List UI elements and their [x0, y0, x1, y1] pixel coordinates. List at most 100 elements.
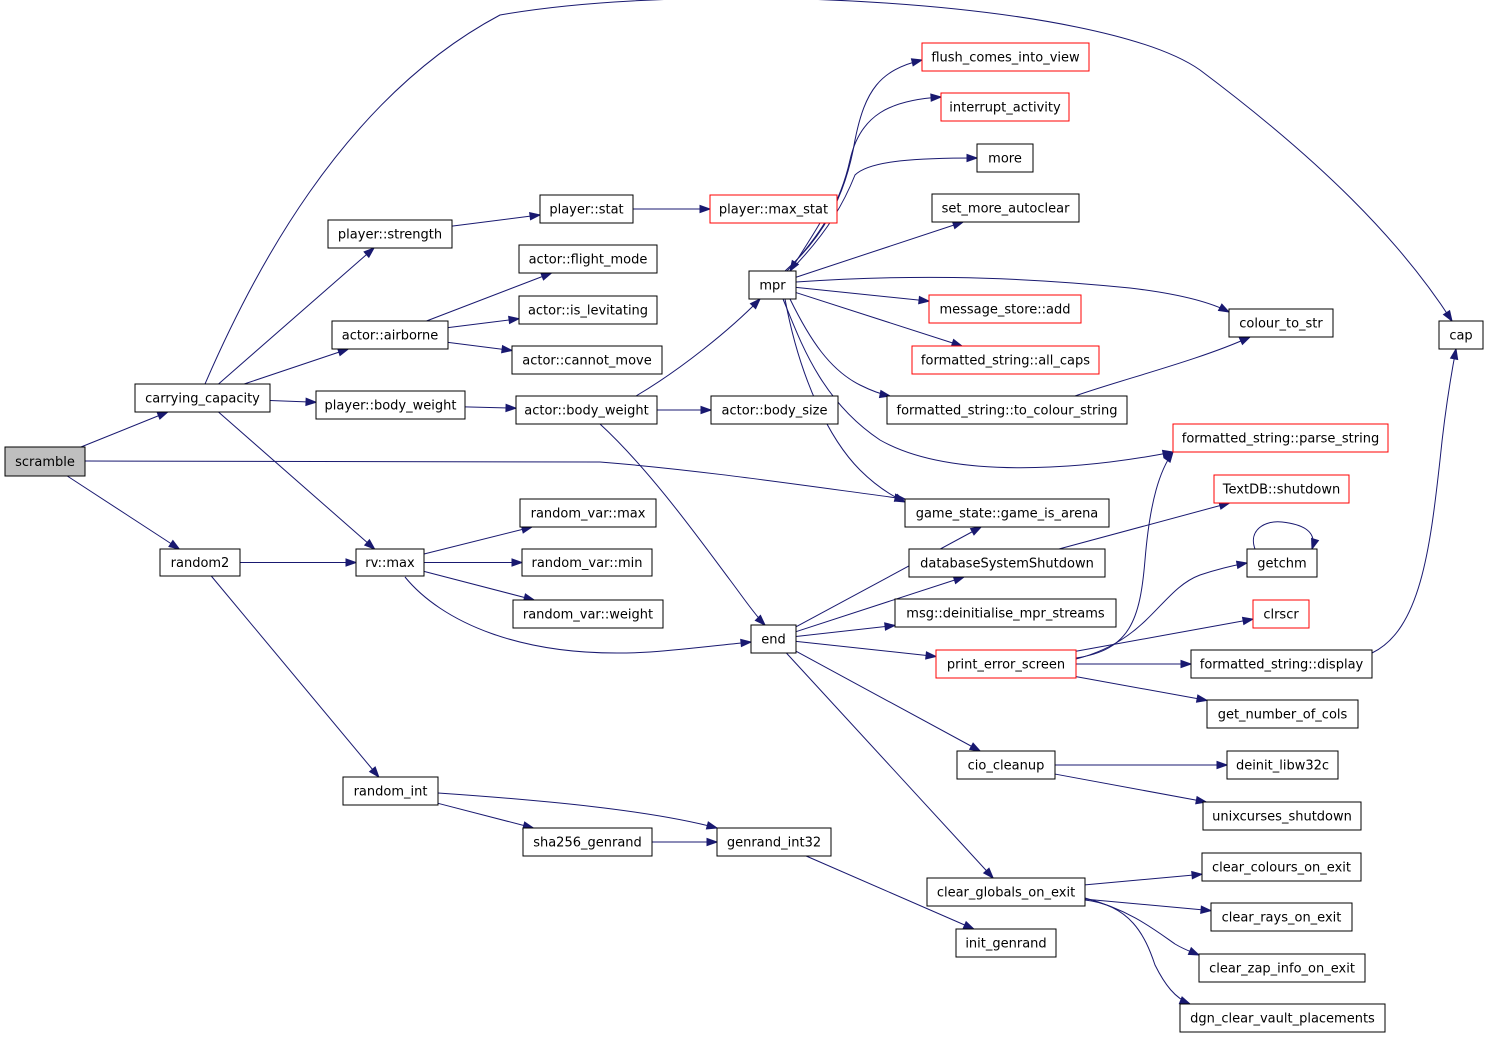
node-fs-display[interactable]: formatted_string::display	[1190, 649, 1373, 679]
node-label: msg::deinitialise_mpr_streams	[906, 607, 1105, 622]
node-label: mpr	[759, 279, 786, 294]
edge-genrand_int32-to-init_genrand-arrowhead	[962, 920, 976, 930]
node-cannot-move[interactable]: actor::cannot_move	[511, 345, 663, 375]
node-rvar-weight[interactable]: random_var::weight	[512, 599, 664, 629]
node-label: random_var::weight	[523, 608, 653, 623]
node-cio-cleanup[interactable]: cio_cleanup	[956, 750, 1056, 780]
edge-line	[785, 652, 994, 879]
edge-end-to-clear_globals-arrowhead	[982, 867, 995, 880]
node-label: actor::airborne	[342, 329, 439, 344]
node-label: actor::flight_mode	[529, 253, 648, 268]
node-unixcurses[interactable]: unixcurses_shutdown	[1202, 801, 1362, 831]
edge-line	[1058, 502, 1230, 550]
edge-line	[1084, 897, 1200, 956]
edge-mpr-to-game_is_arena	[784, 298, 907, 503]
edge-clear_globals-to-dgn_clear	[1084, 899, 1192, 1005]
node-clear-zap[interactable]: clear_zap_info_on_exit	[1198, 953, 1366, 983]
node-parse-string[interactable]: formatted_string::parse_string	[1172, 423, 1389, 453]
node-player-body-weight[interactable]: player::body_weight	[315, 390, 466, 420]
node-game-is-arena[interactable]: game_state::game_is_arena	[904, 498, 1110, 528]
node-sha256[interactable]: sha256_genrand	[522, 827, 653, 857]
node-colour-to-str[interactable]: colour_to_str	[1228, 308, 1334, 338]
node-rv-max[interactable]: rv::max	[355, 548, 425, 577]
edge-random2-to-random_int-arrowhead	[368, 766, 380, 779]
node-player-max-stat[interactable]: player::max_stat	[709, 194, 838, 224]
edge-getchm-to-getchm	[1252, 521, 1320, 551]
node-getchm[interactable]: getchm	[1246, 548, 1318, 578]
node-label: clear_globals_on_exit	[937, 886, 1075, 901]
node-clear-globals[interactable]: clear_globals_on_exit	[926, 877, 1086, 907]
node-clear-colours[interactable]: clear_colours_on_exit	[1201, 852, 1362, 882]
node-carrying-capacity[interactable]: carrying_capacity	[134, 383, 271, 413]
node-all-caps[interactable]: formatted_string::all_caps	[911, 345, 1100, 375]
edge-print_error-to-get_cols-arrowhead	[1195, 694, 1209, 703]
node-label: player::stat	[549, 203, 623, 218]
edge-line	[66, 475, 180, 550]
node-cap[interactable]: cap	[1438, 320, 1484, 350]
node-deinit-libw32c[interactable]: deinit_libw32c	[1226, 750, 1339, 780]
node-deinit-mpr[interactable]: msg::deinitialise_mpr_streams	[894, 598, 1117, 628]
node-dgn-clear[interactable]: dgn_clear_vault_placements	[1179, 1003, 1386, 1033]
edge-fs_display-to-cap	[1371, 347, 1459, 654]
edge-random2-to-rv_max	[240, 558, 358, 567]
node-textdb-shutdown[interactable]: TextDB::shutdown	[1213, 474, 1350, 504]
edge-mpr-to-to_colour	[789, 298, 892, 399]
edge-line	[1252, 521, 1314, 550]
node-msg-add[interactable]: message_store::add	[928, 294, 1082, 324]
node-db-shutdown[interactable]: databaseSystemShutdown	[908, 548, 1106, 578]
edge-line	[218, 247, 375, 385]
node-get-cols[interactable]: get_number_of_cols	[1206, 699, 1359, 729]
node-clrscr[interactable]: clrscr	[1252, 599, 1310, 629]
node-set-more[interactable]: set_more_autoclear	[931, 193, 1080, 223]
node-more[interactable]: more	[976, 143, 1034, 173]
edge-line	[1075, 676, 1208, 701]
edge-line	[447, 318, 520, 329]
node-box	[1228, 308, 1334, 338]
edge-line	[204, 0, 1453, 385]
node-box	[894, 598, 1117, 628]
node-flush[interactable]: flush_comes_into_view	[921, 42, 1090, 72]
node-to-colour[interactable]: formatted_string::to_colour_string	[886, 395, 1128, 425]
node-actor-airborne[interactable]: actor::airborne	[331, 320, 449, 350]
nodes-layer: scramble carrying_capacity random2 cap game_…	[4, 42, 1484, 1033]
edge-line	[426, 272, 552, 322]
node-box	[716, 827, 832, 857]
node-label: formatted_string::to_colour_string	[897, 404, 1118, 419]
node-label: carrying_capacity	[145, 392, 260, 407]
node-player-strength[interactable]: player::strength	[327, 219, 453, 249]
edge-end-to-deinit_mpr	[795, 622, 897, 637]
node-print-error[interactable]: print_error_screen	[935, 649, 1077, 679]
edge-actor_airborne-to-flight_mode	[426, 272, 553, 322]
node-box	[511, 345, 663, 375]
node-player-stat[interactable]: player::stat	[539, 194, 634, 224]
node-end[interactable]: end	[750, 624, 797, 654]
node-actor-body-size[interactable]: actor::body_size	[710, 395, 839, 425]
edge-print_error-to-get_cols	[1075, 676, 1209, 703]
edge-line	[789, 298, 891, 397]
edge-mpr-to-interrupt-arrowhead	[930, 93, 943, 102]
node-box	[518, 244, 658, 274]
node-genrand-int32[interactable]: genrand_int32	[716, 827, 832, 857]
node-rvar-min[interactable]: random_var::min	[521, 548, 653, 577]
node-interrupt[interactable]: interrupt_activity	[940, 92, 1070, 122]
node-is-levitating[interactable]: actor::is_levitating	[518, 295, 658, 325]
node-rvar-max[interactable]: random_var::max	[519, 498, 657, 528]
node-label: player::body_weight	[325, 399, 457, 414]
node-random2[interactable]: random2	[159, 548, 241, 577]
edge-actor_body_weight-to-actor_body_size-arrowhead	[700, 405, 713, 415]
node-init-genrand[interactable]: init_genrand	[955, 928, 1057, 958]
node-flight-mode[interactable]: actor::flight_mode	[518, 244, 658, 274]
edge-carrying_capacity-to-rv_max	[218, 411, 376, 550]
edge-mpr-to-flush-arrowhead	[910, 58, 924, 67]
node-box	[342, 776, 439, 806]
node-label: random_int	[354, 785, 428, 800]
node-clear-rays[interactable]: clear_rays_on_exit	[1210, 902, 1353, 932]
node-box	[911, 345, 1100, 375]
node-scramble[interactable]: scramble	[4, 446, 86, 477]
node-mpr[interactable]: mpr	[748, 270, 797, 300]
edge-clear_globals-to-clear_rays-arrowhead	[1200, 905, 1213, 914]
edge-print_error-to-parse_string-arrowhead	[1163, 450, 1174, 464]
node-random-int[interactable]: random_int	[342, 776, 439, 806]
edge-rv_max-to-rvar_max	[423, 525, 534, 555]
node-actor-body-weight[interactable]: actor::body_weight	[515, 395, 658, 425]
